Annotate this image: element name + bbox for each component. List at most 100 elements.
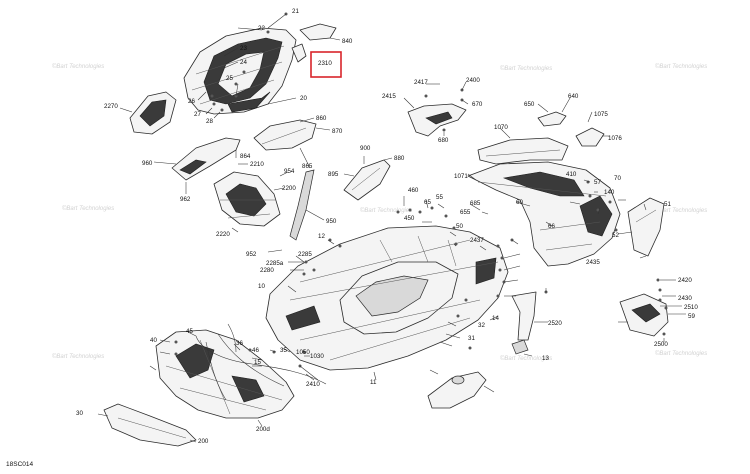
callout-label: 962: [180, 196, 191, 203]
callout-label: 70: [614, 175, 621, 182]
callout-label: 2280: [260, 267, 274, 274]
handle-part: [407, 103, 467, 137]
callout-label: 864: [240, 153, 251, 160]
callout-label: 2420: [678, 277, 692, 284]
watermark: ©Bart Technologies: [62, 205, 114, 212]
side-panel-part: [253, 119, 317, 151]
callout-label: 28: [206, 118, 213, 125]
callout-label: 2500: [654, 341, 668, 348]
callout-label: 680: [438, 137, 449, 144]
callout-label: 2415: [382, 93, 396, 100]
rear-side-panel-part: [627, 197, 665, 257]
callout-label: 15: [254, 359, 261, 366]
callout-label: 1071: [454, 173, 468, 180]
callout-label: 2520: [548, 320, 562, 327]
main-body-part: [265, 225, 509, 371]
callout-label: 1070: [494, 124, 508, 131]
callout-label: 24: [240, 59, 247, 66]
callout-label: 12: [318, 233, 325, 240]
callout-label: 685: [470, 200, 481, 207]
callout-label: 2210: [250, 161, 264, 168]
front-lip-part: [103, 403, 197, 447]
callout-label: 2270: [104, 103, 118, 110]
callout-label: 2400: [466, 77, 480, 84]
callout-label: 25: [226, 75, 233, 82]
rear-upper-part: [477, 137, 569, 165]
callout-label: 140: [604, 189, 615, 196]
callout-highlight-box: [310, 51, 342, 78]
watermark: ©Bart Technologies: [52, 353, 104, 360]
rail-panel-part: [171, 137, 241, 181]
console-structure-part: [213, 171, 281, 227]
rear-body-part: [467, 161, 621, 267]
callout-label: 22: [258, 25, 265, 32]
callout-label: 57: [594, 179, 601, 186]
callout-label: 66: [548, 223, 555, 230]
callout-label: 2285a: [266, 260, 284, 267]
callout-label: 40: [150, 337, 157, 344]
right-panel-part: [619, 293, 669, 337]
callout-label: 2435: [586, 259, 600, 266]
callout-label: 46: [252, 347, 259, 354]
callout-label: 2285: [298, 251, 312, 258]
callout-label: 13: [542, 355, 549, 362]
storage-cover-part: [183, 27, 297, 115]
callout-label: 65: [424, 199, 431, 206]
callout-label: 655: [460, 209, 471, 216]
callout-label: 860: [316, 115, 327, 122]
callout-label: 952: [246, 251, 257, 258]
callout-label: 650: [524, 101, 535, 108]
callout-label: 450: [404, 215, 415, 222]
callout-label: 2510: [684, 304, 698, 311]
small-bracket-part: [291, 23, 337, 63]
vent-panel-part: [343, 159, 391, 201]
callout-label: 640: [568, 93, 579, 100]
callout-label: 23: [240, 45, 247, 52]
callout-label: 670: [472, 101, 483, 108]
front-hood-part: [155, 329, 295, 419]
watermark: ©Bart Technologies: [500, 355, 552, 362]
callout-label: 960: [142, 160, 153, 167]
callout-label: 50: [456, 223, 463, 230]
callout-label: 880: [394, 155, 405, 162]
watermark: ©Bart Technologies: [500, 65, 552, 72]
watermark: ©Bart Technologies: [52, 63, 104, 70]
callout-label: 2220: [216, 231, 230, 238]
callout-label: 954: [284, 168, 295, 175]
callout-label: 840: [342, 38, 353, 45]
cable-part: [195, 323, 327, 385]
trim-strip-part: [289, 169, 315, 241]
stand-bracket-part: [511, 291, 537, 355]
bottom-panel-part: [427, 371, 487, 409]
callout-label: 1050: [296, 349, 310, 356]
callout-label: 51: [664, 201, 671, 208]
callout-label: 52: [612, 232, 619, 239]
callout-label: 60: [516, 199, 523, 206]
figure-code: 18SC014: [6, 461, 33, 468]
callout-label: 870: [332, 128, 343, 135]
callout-label: 2200: [282, 185, 296, 192]
callout-label: 1076: [608, 135, 622, 142]
callout-label: 865: [302, 163, 313, 170]
glove-box-part: [129, 91, 177, 135]
callout-label: 20: [300, 95, 307, 102]
small-cover-parts: [537, 111, 605, 147]
callout-label: 30: [76, 410, 83, 417]
callout-label: 35: [280, 347, 287, 354]
callout-label: 410: [566, 171, 577, 178]
callout-label: 36: [236, 340, 243, 347]
callout-label: 11: [370, 379, 377, 386]
watermark: ©Bart Technologies: [655, 63, 707, 70]
callout-label: 200: [198, 438, 209, 445]
callout-label: 59: [688, 313, 695, 320]
callout-label: 27: [194, 111, 201, 118]
callout-label: 55: [436, 194, 443, 201]
callout-label: 200d: [256, 426, 270, 433]
callout-label: 950: [326, 218, 337, 225]
watermark: ©Bart Technologies: [655, 350, 707, 357]
callout-label: 460: [408, 187, 419, 194]
callout-label: 10: [258, 283, 265, 290]
callout-label: 32: [478, 322, 485, 329]
